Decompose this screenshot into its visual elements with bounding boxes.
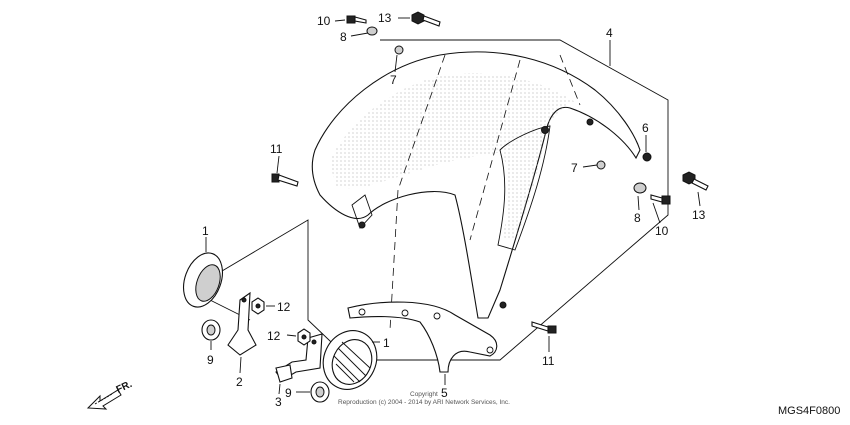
callout-8-right: 8: [634, 211, 641, 225]
bolt-top: [411, 11, 441, 27]
callout-11-left: 11: [270, 142, 283, 156]
callout-7-right: 7: [571, 161, 578, 175]
bolt-upper-left: [271, 173, 299, 187]
direction-label: FR.: [115, 379, 134, 396]
screw-right: [650, 194, 671, 205]
grommet-right: [310, 381, 330, 403]
grommet-6: [642, 152, 652, 162]
nut-upper: [251, 297, 265, 315]
copyright-line-2: Reproduction (c) 2004 - 2014 by ARI Netw…: [338, 399, 510, 406]
screw-top: [346, 15, 367, 24]
reflector-left: [183, 252, 223, 308]
callout-4: 4: [606, 26, 613, 40]
bolt-lower-right: [531, 321, 557, 334]
fender-bracket: [347, 301, 498, 373]
callout-13-top: 13: [378, 11, 392, 25]
callout-12-lower: 12: [267, 329, 281, 343]
callout-7-top: 7: [390, 73, 397, 87]
callout-2: 2: [236, 375, 243, 389]
callout-9-left: 9: [207, 353, 214, 367]
callout-6: 6: [642, 121, 649, 135]
callout-10-right: 10: [655, 224, 669, 238]
copyright-line-1: Copyright: [410, 391, 438, 398]
callout-9-right: 9: [285, 386, 292, 400]
reflector-stay-left: [227, 291, 257, 356]
front-direction-arrow: [86, 389, 122, 410]
callout-12-upper: 12: [277, 300, 291, 314]
assembly-frame: [189, 39, 669, 361]
washer-right: [633, 182, 647, 194]
front-fender: [311, 51, 641, 331]
bolt-right: [682, 171, 709, 191]
grommet-left: [201, 319, 221, 341]
washer-top: [366, 26, 378, 36]
callout-13-right: 13: [692, 208, 706, 222]
callout-5: 5: [441, 386, 448, 400]
reflector-right: [322, 330, 378, 390]
callout-1-left: 1: [202, 224, 209, 238]
callout-1-right: 1: [383, 336, 390, 350]
callout-8-top: 8: [340, 30, 347, 44]
callout-11-right: 11: [542, 354, 555, 368]
callout-10-top: 10: [317, 14, 331, 28]
reflector-stay-right: [275, 333, 323, 383]
callout-3: 3: [275, 395, 282, 409]
diagram-code: MGS4F0800: [778, 405, 840, 417]
nut-lower: [297, 328, 311, 346]
leader-lines: [205, 17, 701, 395]
collar-right: [596, 160, 606, 170]
collar-top: [394, 45, 404, 55]
